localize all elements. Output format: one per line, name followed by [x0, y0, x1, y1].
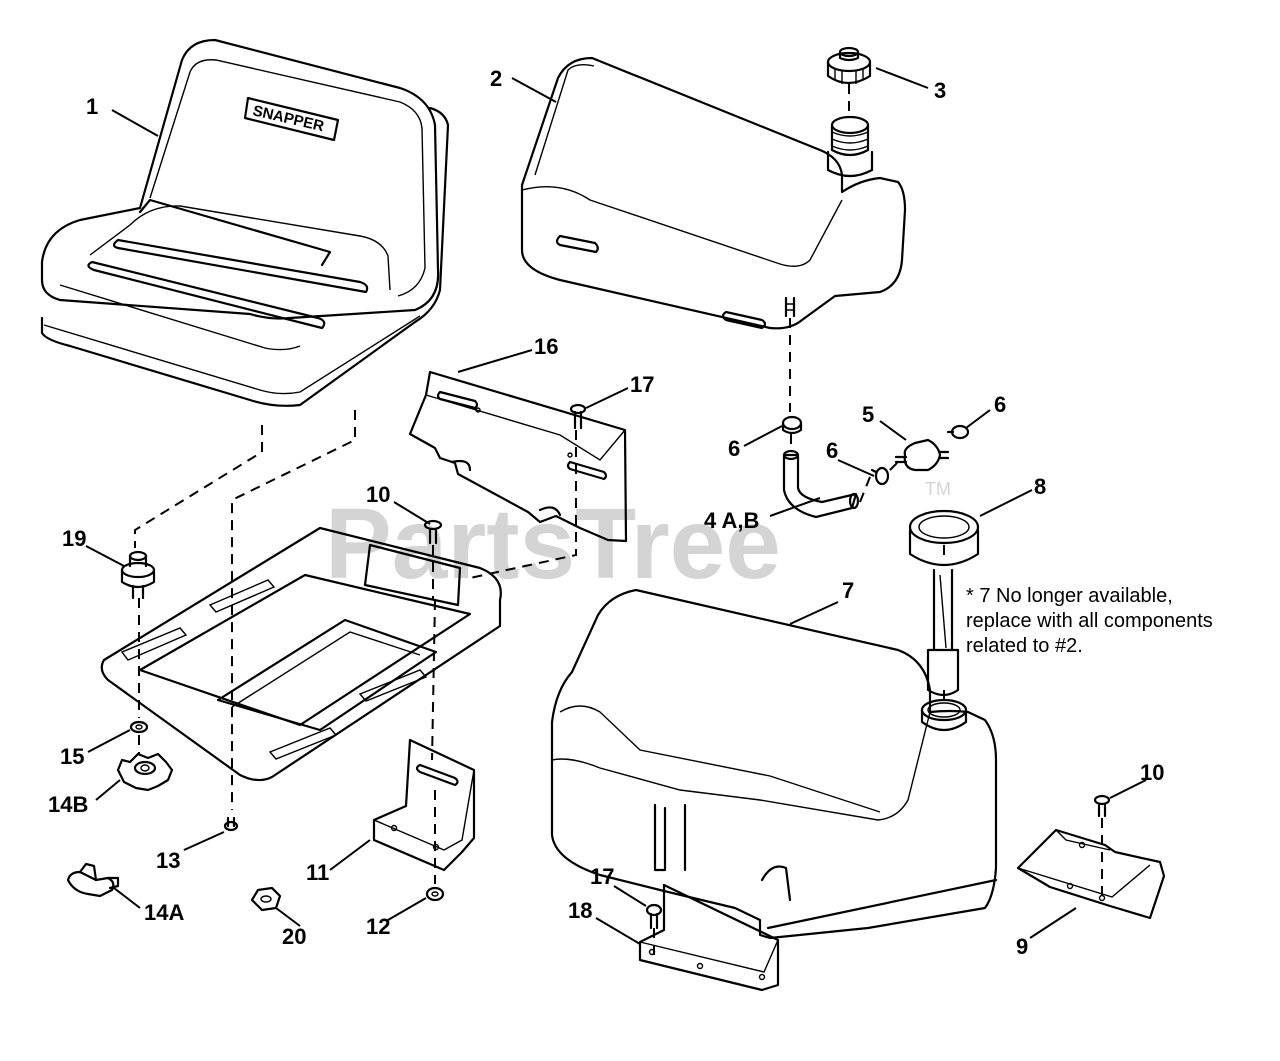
part-bolt-17-top[interactable]	[569, 403, 587, 430]
part-fuel-cap[interactable]	[826, 46, 872, 85]
note-line-2: replace with all components	[966, 610, 1213, 632]
part-clamp-6-top[interactable]	[781, 415, 803, 435]
callout-9: 9	[1016, 934, 1028, 959]
callout-15: 15	[60, 744, 84, 769]
callout-labels: 1 2 3 16 17 6 6 5 6 4 A,B 8 7 10 19 15 1…	[48, 66, 1164, 959]
callout-19: 19	[62, 526, 86, 551]
callout-16: 16	[534, 334, 558, 359]
part-bolt-13[interactable]	[223, 816, 239, 832]
callout-8: 8	[1034, 474, 1046, 499]
part-nut-20[interactable]	[250, 886, 282, 912]
callout-18: 18	[568, 898, 592, 923]
callout-10-right: 10	[1140, 760, 1164, 785]
callout-6-mid: 6	[826, 438, 838, 463]
part-knob-14a[interactable]	[66, 862, 120, 898]
part-nut-12[interactable]	[425, 886, 445, 902]
callout-3: 3	[934, 78, 946, 103]
part-bracket-16[interactable]	[408, 370, 628, 543]
brand-logo: SNAPPER	[243, 96, 340, 142]
callout-4ab: 4 A,B	[704, 508, 759, 533]
callout-7: 7	[842, 578, 854, 603]
part-fuel-tank[interactable]	[520, 56, 907, 330]
part-gauge-8[interactable]	[908, 509, 980, 697]
callout-11: 11	[306, 860, 329, 885]
watermark-text: PartsTree	[325, 488, 781, 600]
callout-2: 2	[490, 66, 502, 91]
callout-5: 5	[862, 402, 874, 427]
callout-10-left: 10	[366, 482, 390, 507]
part-bolt-10-right[interactable]	[1093, 794, 1111, 818]
note-line-3: related to #2.	[966, 635, 1083, 657]
callout-20: 20	[282, 924, 306, 949]
part-isolator-19[interactable]	[120, 550, 156, 600]
part-seat-plate[interactable]	[100, 526, 502, 782]
callout-17-top: 17	[630, 372, 654, 397]
callout-17-bottom: 17	[590, 864, 614, 889]
fuel-tank-neck	[826, 115, 874, 178]
part-bracket-9[interactable]	[1016, 828, 1166, 920]
part-hose-4[interactable]	[782, 449, 860, 519]
part-knob-14b[interactable]	[116, 752, 174, 792]
part-washer-15[interactable]	[129, 720, 149, 734]
callout-6-left: 6	[728, 436, 740, 461]
part-clamp-6-right[interactable]	[946, 424, 970, 440]
note-line-1: * 7 No longer available,	[966, 585, 1173, 607]
callout-1: 1	[86, 94, 98, 119]
part-bracket-11[interactable]	[372, 738, 476, 872]
part-fuel-tank-7[interactable]	[550, 588, 998, 940]
availability-note: * 7 No longer available, replace with al…	[966, 585, 1213, 657]
part-clamp-6-mid[interactable]	[870, 466, 890, 486]
watermark-trademark: TM	[925, 479, 951, 499]
part-seat[interactable]: SNAPPER	[40, 38, 450, 407]
assembly-lines	[134, 84, 1103, 955]
part-filter-5[interactable]	[894, 438, 950, 472]
callout-12: 12	[366, 914, 390, 939]
callout-14a: 14A	[144, 900, 184, 925]
callout-14b: 14B	[48, 792, 88, 817]
callout-13: 13	[156, 848, 180, 873]
leader-lines	[85, 67, 1147, 945]
part-bolt-10-left[interactable]	[423, 519, 443, 545]
callout-6-right: 6	[994, 392, 1006, 417]
part-bolt-17-bottom[interactable]	[645, 903, 663, 930]
